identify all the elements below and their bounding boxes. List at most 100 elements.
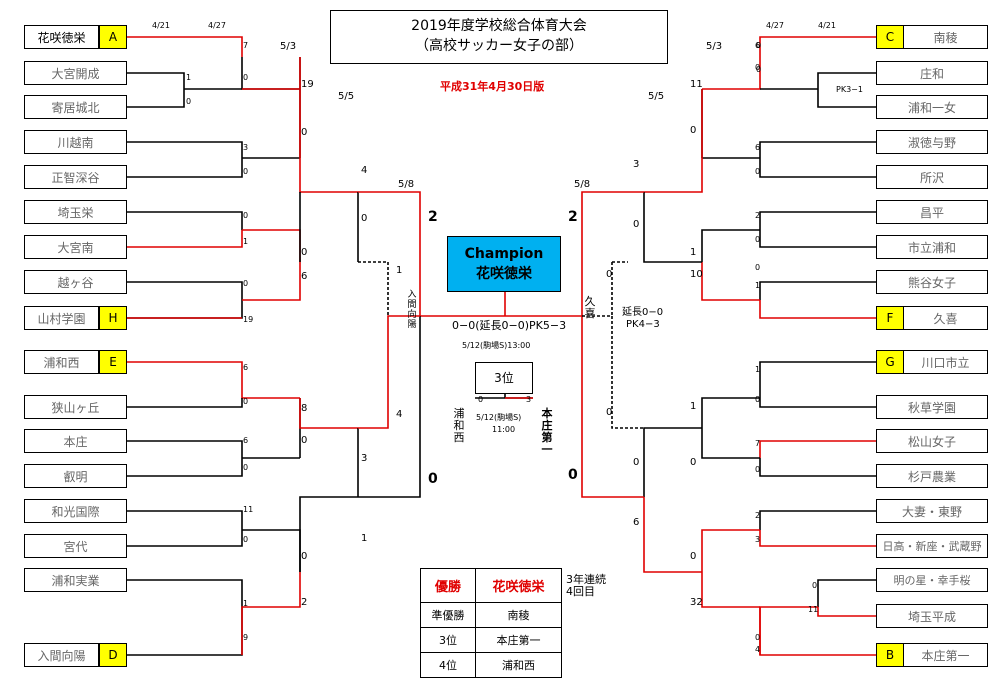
team-name: 和光国際 (24, 499, 127, 523)
score-label: 0 (301, 247, 308, 258)
semi-right-score: 0 (568, 467, 578, 483)
team-cell: 南稜 (475, 602, 562, 628)
team-name: 山村学園 (24, 306, 99, 330)
team-name: 大妻・東野 (876, 499, 988, 523)
score-label: 6 (755, 41, 761, 50)
title-box: 2019年度学校総合体育大会 （高校サッカー女子の部） (330, 10, 668, 64)
score-label: 3 (755, 535, 761, 544)
score-label: 1 (243, 599, 249, 608)
score-label: 0 (755, 633, 761, 642)
team-name: 明の星・幸手桜 (876, 568, 988, 592)
final-right-score: 2 (568, 209, 578, 225)
score-label: 0 (243, 279, 249, 288)
rank-cell: 準優勝 (419, 602, 477, 628)
score-label: 2 (755, 211, 761, 220)
team-name: 大宮南 (24, 235, 127, 259)
score-label: 6 (243, 363, 249, 372)
third-left-score: 0 (478, 395, 484, 404)
champion-name: 花咲徳栄 (476, 266, 532, 282)
final-result: 0−0(延長0−0)PK5−3 (452, 319, 567, 332)
seed-badge: B (876, 643, 904, 667)
team-name: 南稜 (903, 25, 988, 49)
third-left-team: 浦和西 (453, 407, 465, 444)
score-label: 0 (186, 97, 192, 106)
team-name: 庄和 (876, 61, 988, 85)
team-name: 秋草学園 (876, 395, 988, 419)
seed-badge: E (99, 350, 127, 374)
score-label: 0 (756, 41, 762, 50)
score-label: 0 (755, 63, 761, 72)
champion-label: Champion (464, 246, 544, 262)
score-label: 0 (301, 435, 308, 446)
edition-date: 平成31年4月30日版 (440, 80, 545, 93)
table-row: 準優勝 南稜 (419, 602, 562, 628)
score-label: 3 (243, 143, 249, 152)
score-label: 32 (690, 597, 703, 608)
right-qf-result: 延長0−0 (622, 307, 664, 318)
score-label: 0 (755, 395, 761, 404)
score-label: 19 (243, 315, 254, 324)
team-cell: 本庄第一 (475, 627, 562, 653)
table-row: 4位 浦和西 (419, 652, 562, 678)
score-label: 7 (755, 439, 761, 448)
team-name: 花咲徳栄 (24, 25, 99, 49)
title-line1: 2019年度学校総合体育大会 (411, 18, 587, 34)
score-label: 0 (243, 167, 249, 176)
team-name: 狭山ヶ丘 (24, 395, 127, 419)
score-label: 0 (690, 457, 697, 468)
score-label: 1 (361, 533, 368, 544)
team-name: 所沢 (876, 165, 988, 189)
results-table: 優勝 花咲徳栄 準優勝 南稜 3位 本庄第一 4位 浦和西 (419, 568, 562, 678)
table-row: 3位 本庄第一 (419, 627, 562, 653)
score-label: 0 (690, 125, 697, 136)
score-label: 0 (755, 263, 761, 272)
date-label: 5/5 (338, 91, 355, 102)
score-label: 0 (243, 463, 249, 472)
score-label: 0 (243, 73, 249, 82)
score-label: 4 (755, 645, 761, 654)
team-name: 松山女子 (876, 429, 988, 453)
seed-badge: A (99, 25, 127, 49)
score-label: 0 (633, 219, 640, 230)
score-label: 0 (812, 581, 818, 590)
score-label: 0 (633, 457, 640, 468)
score-label: 8 (301, 403, 308, 414)
team-name: 寄居城北 (24, 95, 127, 119)
seed-badge: C (876, 25, 904, 49)
date-label: 5/8 (574, 179, 591, 190)
score-label: 9 (243, 633, 249, 642)
final-left-score: 2 (428, 209, 438, 225)
score-label: 1 (243, 237, 249, 246)
rank-cell: 4位 (419, 652, 477, 678)
team-name: 川口市立 (903, 350, 988, 374)
team-name: 浦和西 (24, 350, 99, 374)
team-name: 昌平 (876, 200, 988, 224)
title-line2: （高校サッカー女子の部） (415, 38, 583, 54)
score-label: 11 (243, 505, 254, 514)
score-label: 3 (361, 453, 368, 464)
team-name: 淑徳与野 (876, 130, 988, 154)
score-label: 19 (301, 79, 314, 90)
team-name: 熊谷女子 (876, 270, 988, 294)
third-right-score: 3 (526, 395, 532, 404)
score-label: 0 (755, 465, 761, 474)
team-name: 入間向陽 (24, 643, 99, 667)
score-label: 1 (755, 365, 761, 374)
team-name: 埼玉栄 (24, 200, 127, 224)
score-label: 6 (243, 436, 249, 445)
team-name: 宮代 (24, 534, 127, 558)
champion-box: Champion 花咲徳栄 (447, 236, 561, 292)
score-label: 7 (243, 41, 249, 50)
team-name: 川越南 (24, 130, 127, 154)
team-name: 越ヶ谷 (24, 270, 127, 294)
streak-line2: 4回目 (566, 585, 595, 598)
pk-note: PK3−1 (836, 85, 863, 94)
score-label: 11 (808, 605, 819, 614)
score-label: 0 (301, 127, 308, 138)
score-label: 0 (243, 397, 249, 406)
score-label: 6 (755, 143, 761, 152)
score-label: 0 (243, 211, 249, 220)
team-name: 久喜 (903, 306, 988, 330)
score-label: 6 (633, 517, 640, 528)
team-name: 本庄第一 (903, 643, 988, 667)
